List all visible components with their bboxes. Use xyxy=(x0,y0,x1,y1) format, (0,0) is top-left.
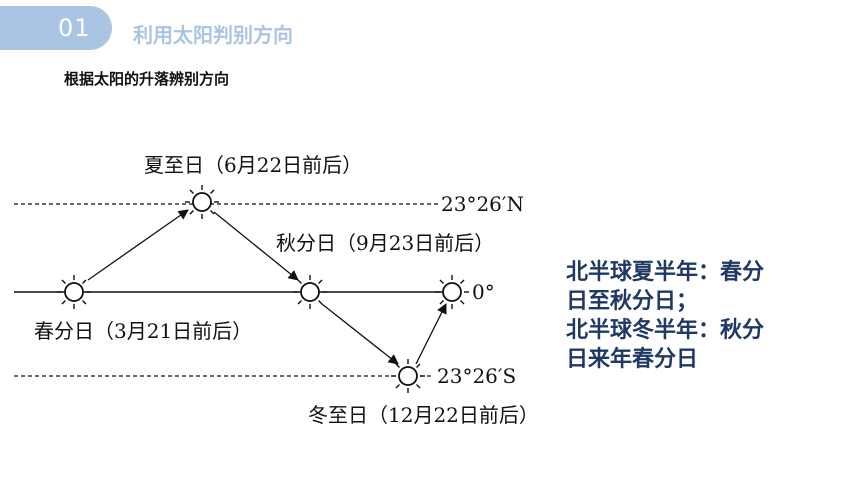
label-spring-equinox: 春分日（3月21日前后） xyxy=(34,319,252,343)
note-line: 日来年春分日 xyxy=(566,347,699,372)
sun-icon-winter-solstice xyxy=(390,358,426,394)
label-equator: 0° xyxy=(472,280,495,304)
hemisphere-note: 北半球夏半年：春分 日至秋分日； 北半球冬半年：秋分 日来年春分日 xyxy=(566,258,826,374)
label-summer-solstice: 夏至日（6月22日前后） xyxy=(144,153,362,177)
section-number: 01 xyxy=(58,14,91,42)
label-winter-solstice: 冬至日（12月22日前后） xyxy=(308,403,539,427)
arrow-autumn-to-winter xyxy=(321,303,399,365)
sun-path-diagram: 夏至日（6月22日前后） 23°26′N 秋分日（9月23日前后） 0° 春分日… xyxy=(14,153,539,427)
note-line: 北半球夏半年：春分 xyxy=(566,260,765,285)
label-autumn-equinox: 秋分日（9月23日前后） xyxy=(276,231,494,255)
note-line: 北半球冬半年：秋分 xyxy=(566,318,765,343)
section-number-badge: 01 xyxy=(0,6,112,50)
arrow-summer-to-autumn xyxy=(213,211,299,281)
sun-icon-summer-solstice xyxy=(184,184,220,220)
note-line: 日至秋分日； xyxy=(566,289,699,314)
arrow-winter-to-equinox xyxy=(415,303,447,365)
arrow-spring-to-summer xyxy=(87,209,189,281)
subtitle: 根据太阳的升落辨别方向 xyxy=(64,70,230,88)
label-tropic-north: 23°26′N xyxy=(441,192,524,216)
label-tropic-south: 23°26′S xyxy=(437,364,516,388)
section-title: 利用太阳判别方向 xyxy=(133,23,293,47)
